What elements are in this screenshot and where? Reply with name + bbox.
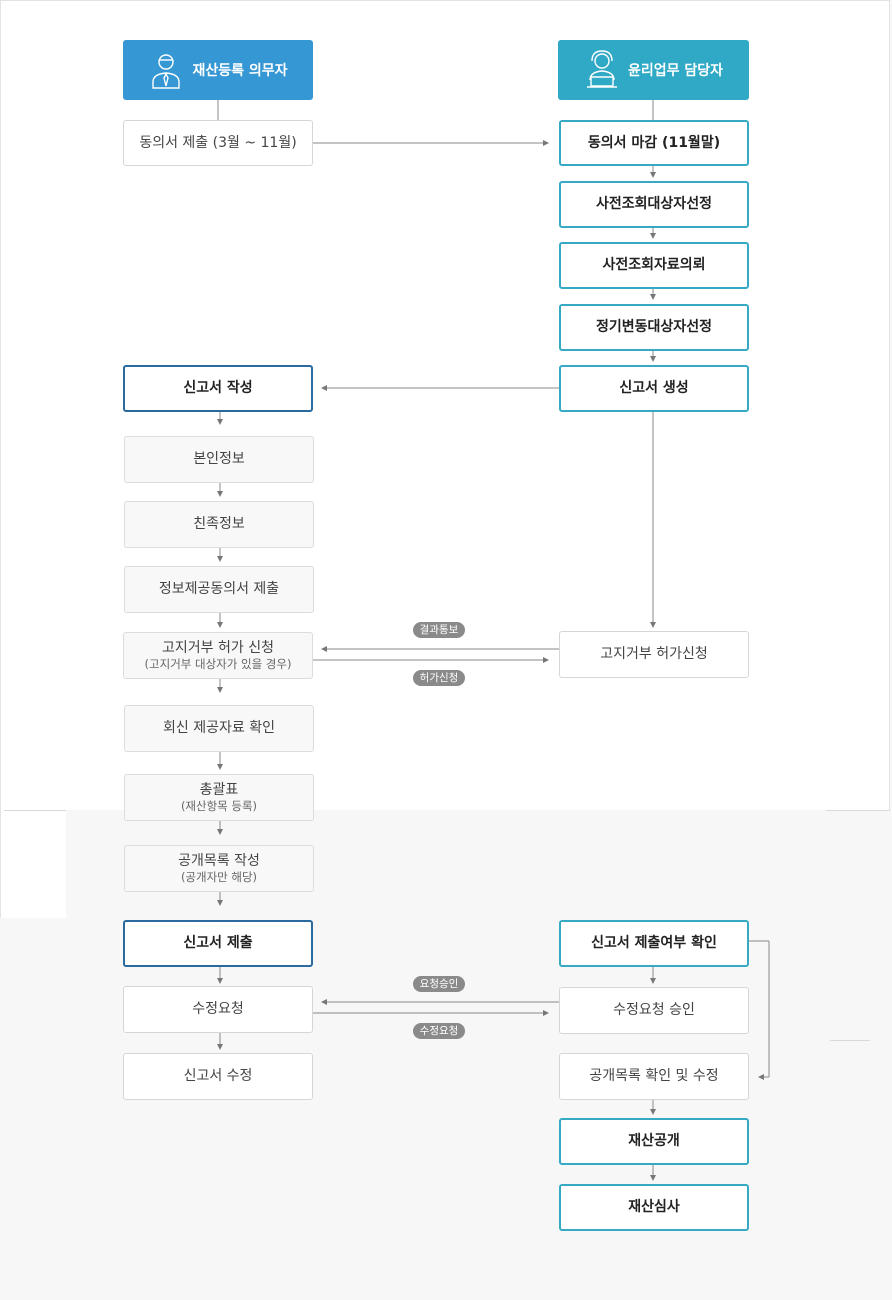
step-report-write[interactable]: 신고서 작성	[123, 365, 313, 412]
step-precheck-request[interactable]: 사전조회자료의뢰	[559, 242, 749, 289]
step-label: 신고서 제출	[183, 935, 253, 951]
step-label: 총괄표	[199, 782, 239, 798]
step-label: 신고서 수정	[183, 1068, 253, 1084]
divider-right-bottom	[830, 1040, 870, 1041]
step-label: 수정요청	[192, 1001, 244, 1017]
step-report-revise[interactable]: 신고서 수정	[123, 1053, 313, 1100]
step-label: 정보제공동의서 제출	[158, 581, 280, 597]
step-label: 정기변동대상자선정	[596, 319, 712, 335]
step-revision-request[interactable]: 수정요청	[123, 986, 313, 1033]
step-label: 회신 제공자료 확인	[163, 720, 275, 736]
step-relative-info[interactable]: 친족정보	[124, 501, 314, 548]
step-disclosure-review[interactable]: 공개목록 확인 및 수정	[559, 1053, 749, 1100]
pill-request-approve: 요청승인	[413, 976, 465, 992]
step-label: 동의서 제출 (3월 ~ 11월)	[139, 134, 297, 151]
header-right-label: 윤리업무 담당자	[627, 63, 724, 79]
step-label: 신고서 작성	[183, 380, 253, 396]
step-label: 재산심사	[628, 1199, 680, 1215]
pill-result-notice: 결과통보	[413, 622, 465, 638]
step-label: 공개목록 작성	[178, 853, 260, 869]
step-asset-disclosure[interactable]: 재산공개	[559, 1118, 749, 1165]
step-submit-check[interactable]: 신고서 제출여부 확인	[559, 920, 749, 967]
step-label: 동의서 마감 (11월말)	[587, 134, 721, 151]
step-summary[interactable]: 총괄표 (재산항목 등록)	[124, 774, 314, 821]
step-revision-approve[interactable]: 수정요청 승인	[559, 987, 749, 1034]
step-report-submit[interactable]: 신고서 제출	[123, 920, 313, 967]
step-personal-info[interactable]: 본인정보	[124, 436, 314, 483]
step-label: 공개목록 확인 및 수정	[589, 1068, 719, 1084]
step-label: 신고서 생성	[619, 380, 689, 396]
operator-laptop-icon	[586, 50, 617, 88]
step-label: 친족정보	[193, 516, 245, 532]
step-label: 고지거부 허가 신청	[162, 640, 274, 656]
step-label: 본인정보	[193, 451, 245, 467]
pill-revision-request: 수정요청	[413, 1023, 465, 1039]
step-consent-submit[interactable]: 동의서 제출 (3월 ~ 11월)	[123, 120, 313, 166]
step-refusal-permit[interactable]: 고지거부 허가신청	[559, 631, 749, 678]
step-consent-deadline[interactable]: 동의서 마감 (11월말)	[559, 120, 749, 166]
header-left-label: 재산등록 의무자	[192, 63, 288, 79]
step-sublabel: (고지거부 대상자가 있을 경우)	[144, 657, 292, 671]
step-label: 수정요청 승인	[613, 1002, 695, 1018]
step-label: 신고서 제출여부 확인	[591, 935, 717, 951]
step-label: 사전조회대상자선정	[596, 196, 712, 212]
user-tie-icon	[152, 54, 181, 89]
header-asset-registrant: 재산등록 의무자	[123, 40, 313, 100]
divider-right-top	[826, 810, 890, 811]
step-sublabel: (공개자만 해당)	[180, 870, 258, 884]
step-disclosure-list[interactable]: 공개목록 작성 (공개자만 해당)	[124, 845, 314, 892]
step-precheck-select[interactable]: 사전조회대상자선정	[559, 181, 749, 228]
step-label: 사전조회자료의뢰	[602, 257, 706, 273]
step-label: 재산공개	[628, 1133, 680, 1149]
header-ethics-officer: 윤리업무 담당자	[558, 40, 749, 100]
step-reply-check[interactable]: 회신 제공자료 확인	[124, 705, 314, 752]
step-info-consent[interactable]: 정보제공동의서 제출	[124, 566, 314, 613]
step-refusal-request[interactable]: 고지거부 허가 신청 (고지거부 대상자가 있을 경우)	[123, 632, 313, 679]
step-label: 고지거부 허가신청	[600, 646, 708, 662]
step-asset-review[interactable]: 재산심사	[559, 1184, 749, 1231]
pill-permit-request: 허가신청	[413, 670, 465, 686]
step-report-generate[interactable]: 신고서 생성	[559, 365, 749, 412]
step-regular-select[interactable]: 정기변동대상자선정	[559, 304, 749, 351]
panel-edge-left	[0, 0, 1, 918]
step-sublabel: (재산항목 등록)	[180, 799, 258, 813]
panel-strip	[0, 810, 66, 918]
divider-left	[4, 810, 66, 811]
